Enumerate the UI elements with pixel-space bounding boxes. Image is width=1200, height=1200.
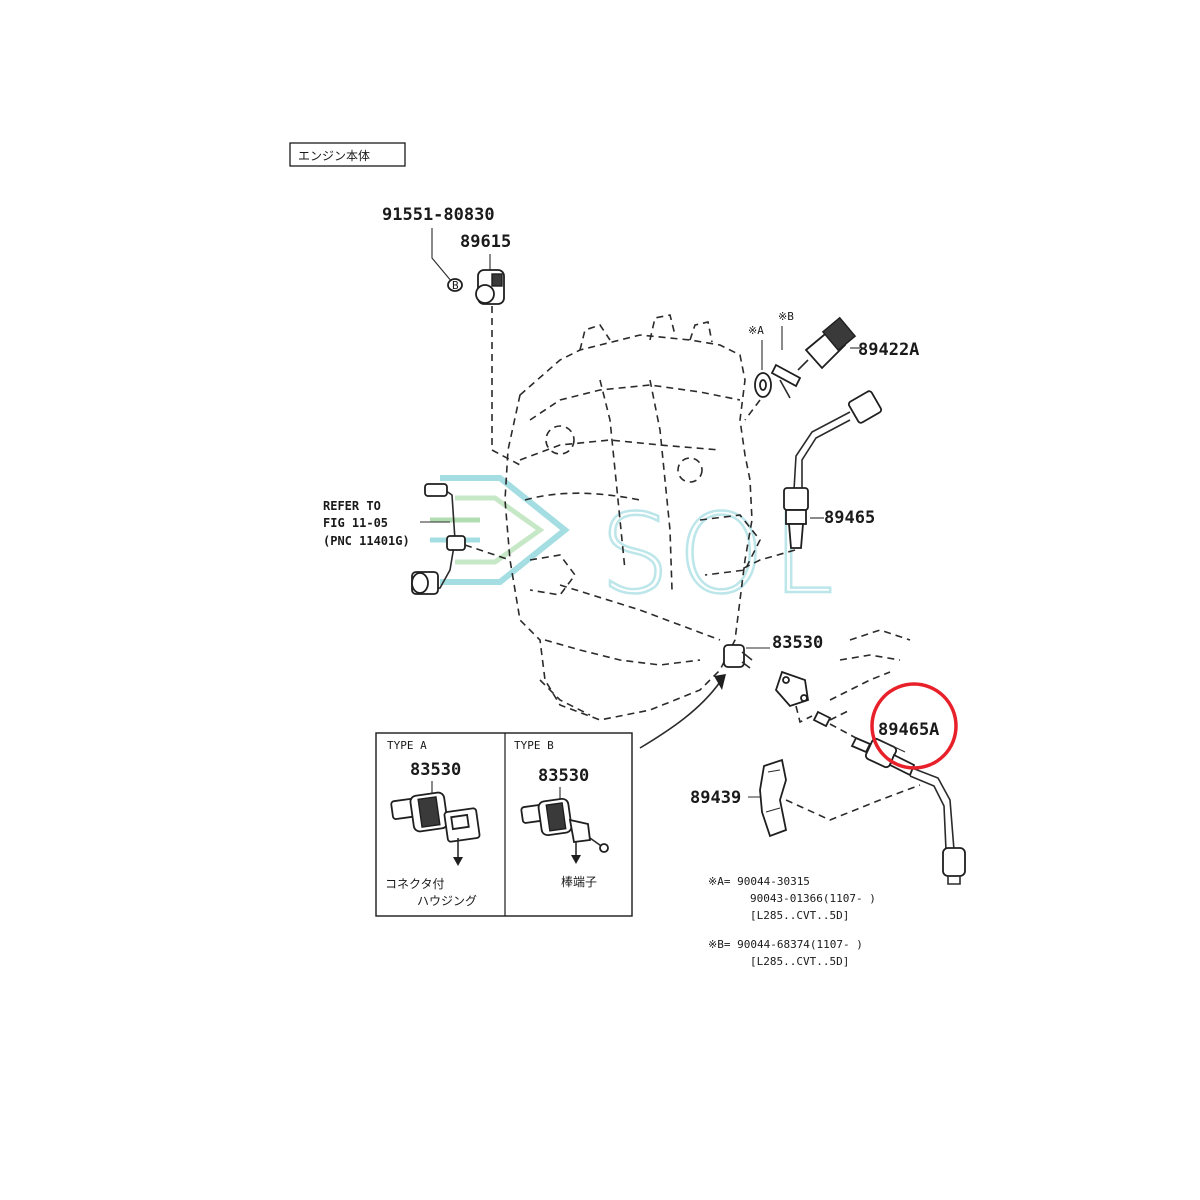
part-label-o2-lower: 89465A: [878, 720, 939, 740]
bracket-group: 89439: [690, 758, 921, 838]
engine-block: [504, 314, 761, 721]
watermark-logo-icon: [430, 475, 570, 585]
o2-upper-group: 89465: [739, 390, 883, 571]
type-a-caption-1: コネクタ付: [385, 877, 445, 891]
exhaust-flange-icon: [774, 670, 810, 708]
part-label-cam-sensor: 89615: [460, 232, 511, 252]
type-b-part-label: 83530: [538, 766, 589, 786]
refer-line-3: (PNC 11401G): [323, 534, 410, 548]
cam-sensor-icon: [475, 269, 505, 305]
highlight-circle: [870, 682, 958, 770]
note-a-line-2: 90043-01366(1107- ): [750, 892, 876, 905]
type-b-title: TYPE B: [514, 739, 554, 752]
part-label-water-temp: 89422A: [858, 340, 919, 360]
arrow-head-icon: [714, 674, 726, 690]
note-b-line-2: [L285..CVT..5D]: [750, 955, 849, 968]
o2-lower-group: 89465A: [774, 629, 966, 885]
notes: ※A= 90044-30315 90043-01366(1107- ) [L28…: [708, 875, 876, 968]
part-label-bracket: 89439: [690, 788, 741, 808]
callout-b: ※B: [778, 310, 794, 323]
oil-pressure-switch-icon: [723, 644, 753, 669]
refer-group: REFER TO FIG 11-05 (PNC 11401G): [323, 483, 511, 595]
dipstick-tube-icon: [411, 483, 466, 595]
oil-switch-group: 83530: [559, 584, 823, 749]
type-b-caption: 棒端子: [561, 875, 597, 889]
type-a-caption-2: ハウジング: [417, 894, 477, 908]
bracket-icon: [759, 758, 788, 838]
section-title: エンジン本体: [298, 149, 370, 163]
type-a-part-label: 83530: [410, 760, 461, 780]
callout-circle-b: B: [452, 279, 459, 292]
part-label-bolt: 91551-80830: [382, 205, 495, 225]
refer-line-1: REFER TO: [323, 499, 381, 513]
water-temp-sensor-icon: [797, 316, 857, 371]
part-label-oil-switch: 83530: [772, 633, 823, 653]
bolt-icon: [447, 278, 463, 292]
washer-icon: [754, 372, 772, 398]
o2-sensor-upper-icon: [783, 390, 883, 549]
section-title-box: エンジン本体: [289, 142, 406, 167]
clip-icon: [770, 363, 802, 399]
cam-sensor-group: 89615: [460, 232, 521, 466]
note-b-line-1: ※B= 90044-68374(1107- ): [708, 938, 863, 951]
part-label-o2-upper: 89465: [824, 508, 875, 528]
note-a-line-3: [L285..CVT..5D]: [750, 909, 849, 922]
refer-line-2: FIG 11-05: [323, 516, 388, 530]
water-temp-group: ※B ※A 89422A: [744, 310, 919, 421]
oil-switch-type-b-icon: [520, 797, 609, 864]
note-a-line-1: ※A= 90044-30315: [708, 875, 810, 888]
callout-a: ※A: [748, 324, 764, 337]
type-a-title: TYPE A: [387, 739, 427, 752]
inset-box: TYPE A 83530 コネクタ付 ハウジング TYPE B 83530: [375, 732, 633, 917]
bolt-group: 91551-80830 B: [382, 205, 495, 292]
oil-switch-type-a-icon: [390, 791, 481, 866]
